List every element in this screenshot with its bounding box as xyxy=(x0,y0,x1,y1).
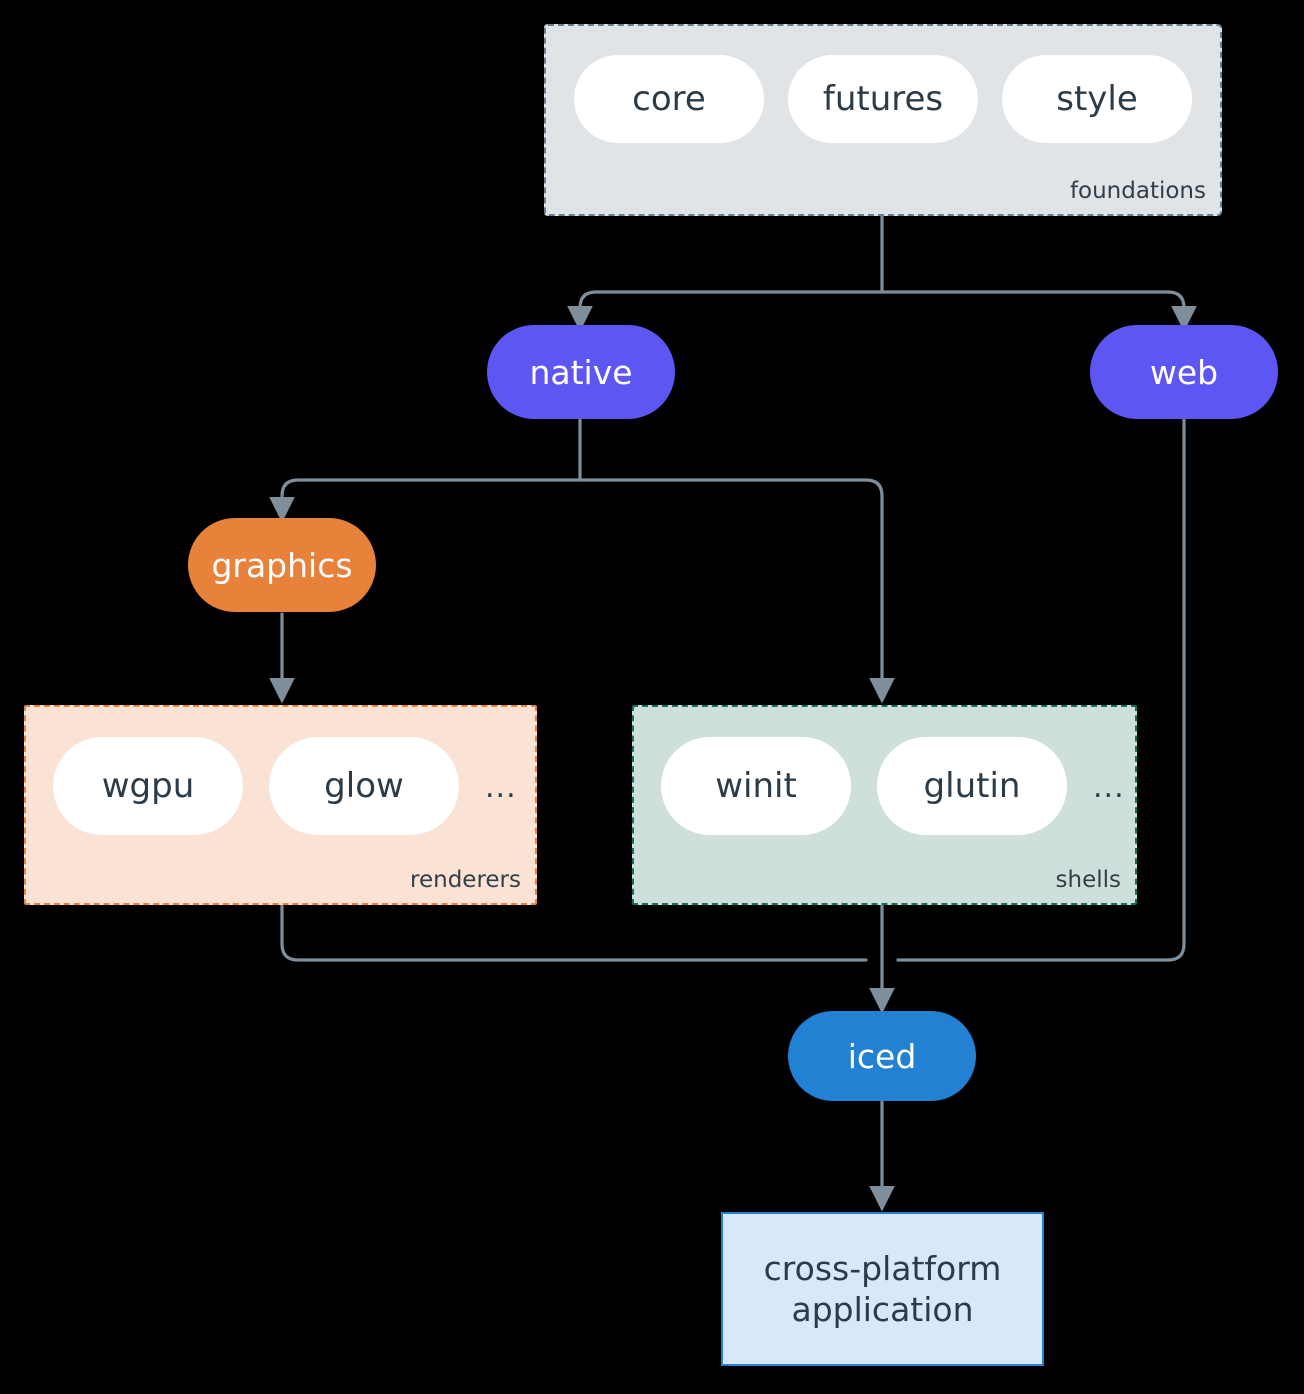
node-cross-platform-application[interactable]: cross-platform application xyxy=(721,1212,1044,1366)
node-graphics-label: graphics xyxy=(211,545,353,585)
edge-foundations-to-web xyxy=(880,290,1197,332)
pill-core-label: core xyxy=(632,79,706,119)
pill-winit-label: winit xyxy=(715,766,797,806)
edge-native-to-graphics xyxy=(269,478,582,523)
pill-futures[interactable]: futures xyxy=(788,55,978,143)
group-foundations-label: foundations xyxy=(1069,178,1206,204)
pill-core[interactable]: core xyxy=(574,55,764,143)
node-graphics[interactable]: graphics xyxy=(188,518,376,612)
node-native-label: native xyxy=(529,352,633,392)
group-renderers: wgpu glow ... renderers xyxy=(24,705,537,905)
node-iced[interactable]: iced xyxy=(788,1011,976,1101)
edge-foundations-to-native xyxy=(567,290,884,332)
pill-wgpu-label: wgpu xyxy=(101,766,195,806)
node-native[interactable]: native xyxy=(487,325,675,419)
group-shells-label: shells xyxy=(1055,867,1121,893)
pill-wgpu[interactable]: wgpu xyxy=(53,737,243,835)
edge-renderers-to-iced xyxy=(280,904,868,962)
pill-futures-label: futures xyxy=(822,79,944,119)
pill-style[interactable]: style xyxy=(1002,55,1192,143)
group-foundations: core futures style foundations xyxy=(544,24,1222,216)
node-web[interactable]: web xyxy=(1090,325,1278,419)
node-web-label: web xyxy=(1149,352,1219,392)
edge-native-to-shells xyxy=(578,478,895,704)
pill-winit[interactable]: winit xyxy=(661,737,851,835)
pill-glutin-label: glutin xyxy=(923,766,1021,806)
application-line-2: application xyxy=(791,1290,974,1329)
group-shells: winit glutin ... shells xyxy=(632,705,1137,905)
renderers-ellipsis: ... xyxy=(485,770,517,805)
node-iced-label: iced xyxy=(847,1036,917,1076)
pill-glutin[interactable]: glutin xyxy=(877,737,1067,835)
pill-style-label: style xyxy=(1056,79,1138,119)
shells-ellipsis: ... xyxy=(1093,770,1125,805)
application-line-1: cross-platform xyxy=(763,1248,1002,1288)
pill-glow[interactable]: glow xyxy=(269,737,459,835)
group-renderers-label: renderers xyxy=(410,867,521,893)
pill-glow-label: glow xyxy=(324,766,404,806)
